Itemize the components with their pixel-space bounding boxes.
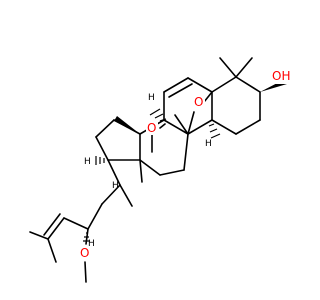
wedge-bond-methyl: [114, 116, 140, 134]
bond: [113, 119, 141, 135]
bond: [163, 119, 189, 135]
hydrogen-label: H: [205, 139, 212, 149]
hydrogen-label: H: [112, 181, 119, 191]
structure-canvas: OH O O O H H H H H: [29, 57, 296, 283]
bond: [174, 114, 189, 135]
hash-bond-c24: [83, 232, 90, 242]
bond: [119, 184, 133, 207]
methyl-bond: [84, 261, 87, 283]
bond: [235, 76, 261, 93]
bond: [183, 133, 189, 171]
methoxy-oxygen-label: O: [80, 246, 89, 260]
bond: [95, 119, 115, 138]
hydrogen-label: H: [88, 239, 95, 249]
molecule-structure: OH O O O H H H H H: [29, 57, 296, 283]
oxygen-bridge: [151, 91, 213, 153]
methyl-bond: [235, 57, 253, 78]
bond: [235, 119, 261, 135]
bond: [211, 76, 237, 93]
bond: [187, 111, 195, 135]
side-chain-bonds: [29, 159, 133, 283]
methyl-bond: [219, 57, 237, 78]
methyl-bond: [29, 231, 49, 240]
bond: [139, 159, 161, 176]
hashed-bonds: [83, 108, 221, 242]
double-bond: [43, 213, 61, 236]
methyl-bond: [139, 159, 143, 183]
bond: [203, 91, 213, 103]
methyl-bond: [47, 238, 57, 263]
bond: [163, 77, 189, 93]
ring-b-bonds: [163, 77, 213, 135]
hash-bond-c17: [95, 156, 105, 165]
label-mask: [146, 121, 158, 135]
bond: [47, 217, 65, 240]
hash-bond-c9: [149, 108, 167, 122]
bond: [211, 119, 237, 135]
oxygen-label: O: [194, 95, 203, 109]
bond: [95, 136, 109, 161]
ring-d-bonds: [95, 119, 141, 161]
hydrogen-label: H: [148, 93, 155, 103]
bond: [159, 169, 185, 176]
bond: [107, 159, 121, 186]
hash-bond-c5: [208, 123, 221, 139]
label-mask: [270, 68, 296, 84]
label-mask: [79, 246, 91, 260]
bond: [187, 77, 213, 93]
oxygen-label: O: [147, 121, 156, 135]
bond: [159, 123, 166, 129]
bond: [63, 217, 89, 230]
bond: [187, 119, 213, 135]
bond: [87, 203, 103, 230]
hydroxyl-label: OH: [272, 69, 290, 83]
hydrogen-label: H: [84, 157, 91, 167]
bond: [101, 184, 121, 205]
double-bond: [168, 83, 193, 98]
ring-a-bonds: [211, 57, 261, 135]
label-mask: [193, 95, 205, 109]
